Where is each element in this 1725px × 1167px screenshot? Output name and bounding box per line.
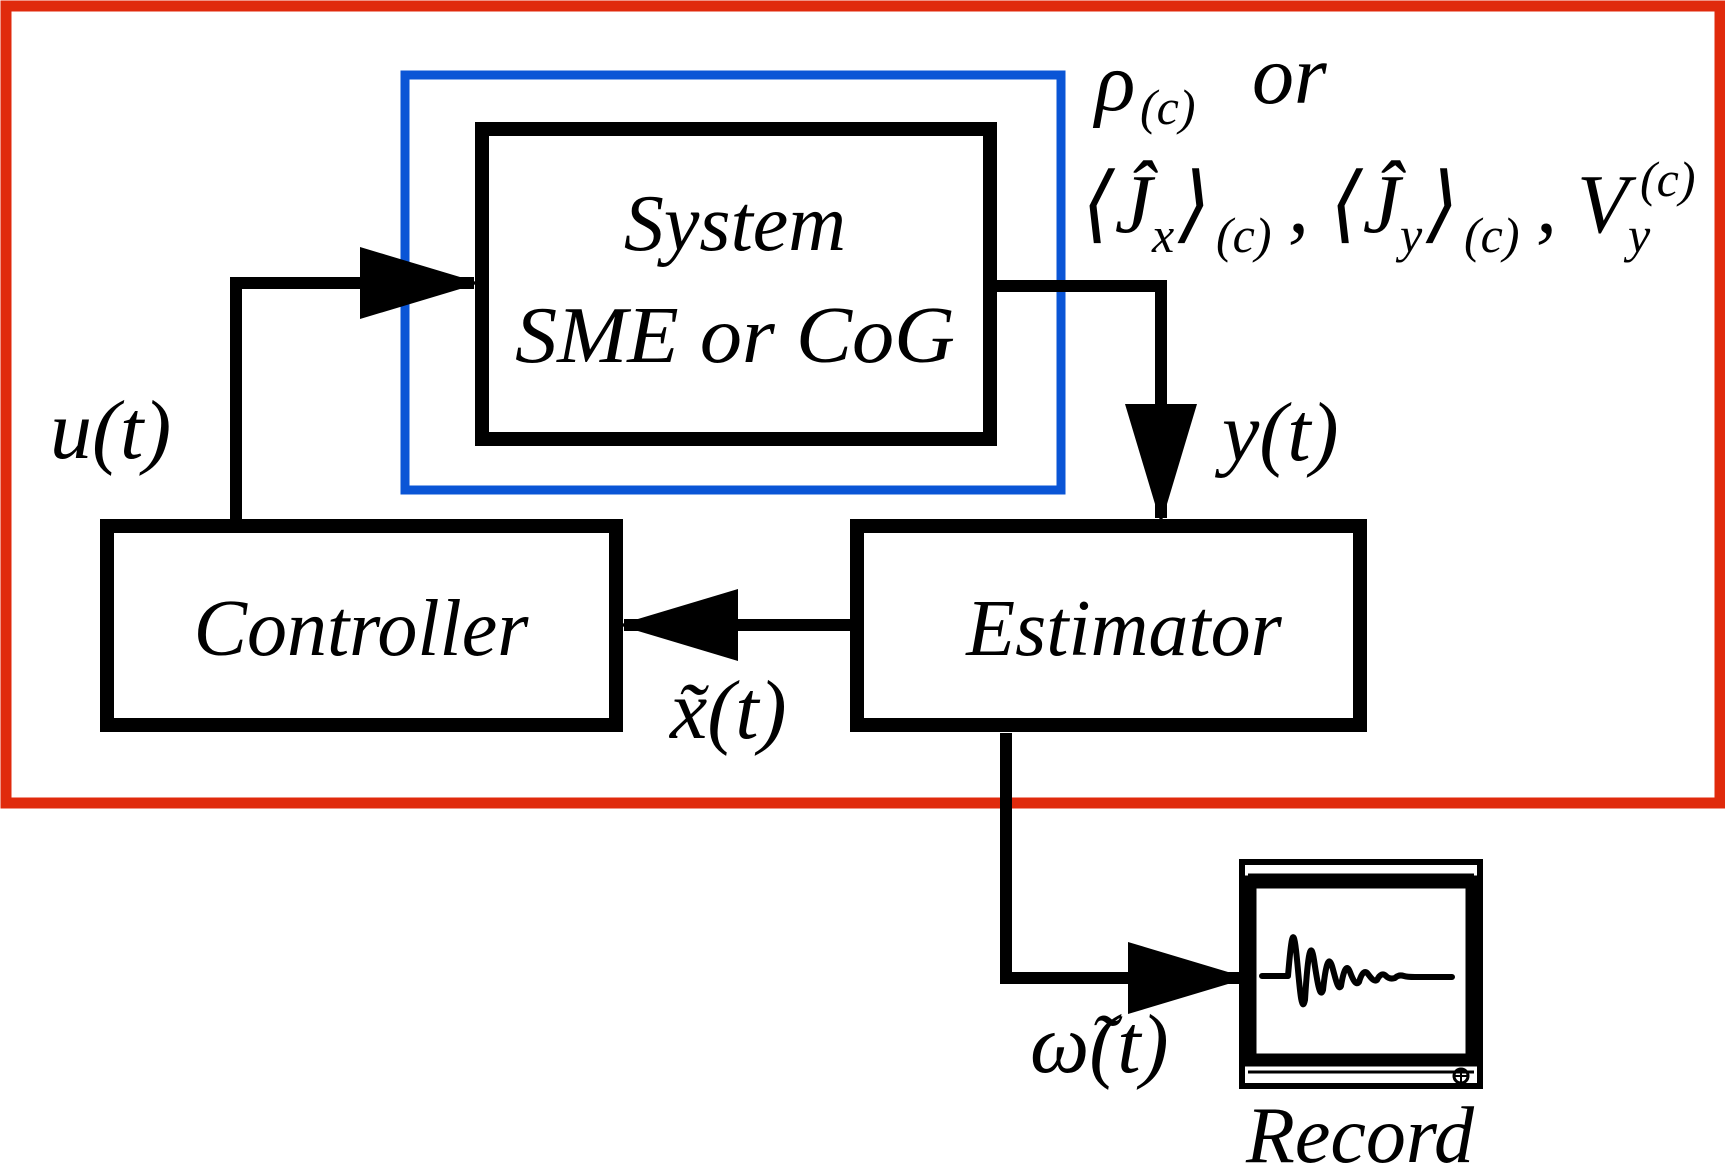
comma-2: , <box>1536 158 1557 251</box>
control-loop-frame <box>0 0 1725 809</box>
record-label: Record <box>1245 1092 1475 1167</box>
jx-subscript: x <box>1151 207 1174 263</box>
variance-superscript: (c) <box>1640 151 1696 207</box>
jy-close-subscript: (c) <box>1464 207 1520 263</box>
system-frame <box>400 70 1066 495</box>
jy-subscript: y <box>1395 207 1423 263</box>
jy-expectation: ⟨Ĵ <box>1330 158 1407 251</box>
measurement-signal-label: y(t) <box>1214 386 1339 479</box>
estimator-to-record-wire <box>1000 733 1248 1014</box>
system-title: System <box>624 180 846 268</box>
system-subtitle: SME or CoG <box>515 292 955 380</box>
rho-symbol: ρ <box>1092 36 1135 129</box>
oscilloscope-monitor-icon <box>1239 859 1483 1089</box>
system-to-estimator-wire <box>990 280 1197 524</box>
estimator-block <box>850 519 1367 732</box>
estimator-label: Estimator <box>965 585 1282 673</box>
variance-symbol: V <box>1577 158 1637 251</box>
observables-annotation: ρ (c) or ⟨Ĵ x ⟩ (c) , ⟨Ĵ y ⟩ (c) , V y (… <box>1082 29 1696 263</box>
rho-subscript: (c) <box>1140 79 1196 135</box>
controller-to-system-wire <box>230 247 480 519</box>
jx-close-subscript: (c) <box>1216 207 1272 263</box>
controller-label: Controller <box>194 585 530 673</box>
estimate-signal-label: x̃(t) <box>668 664 787 757</box>
jy-bracket-close: ⟩ <box>1425 158 1459 251</box>
comma-1: , <box>1288 158 1309 251</box>
controller-block <box>100 519 623 732</box>
variance-subscript: y <box>1623 207 1651 263</box>
or-word: or <box>1252 29 1327 122</box>
jx-bracket-close: ⟩ <box>1177 158 1211 251</box>
frequency-signal-label: ω̃(t) <box>1030 998 1169 1091</box>
jx-expectation: ⟨Ĵ <box>1082 158 1159 251</box>
system-block <box>475 122 997 446</box>
control-signal-label: u(t) <box>50 384 171 477</box>
waveform <box>1259 934 1455 1008</box>
